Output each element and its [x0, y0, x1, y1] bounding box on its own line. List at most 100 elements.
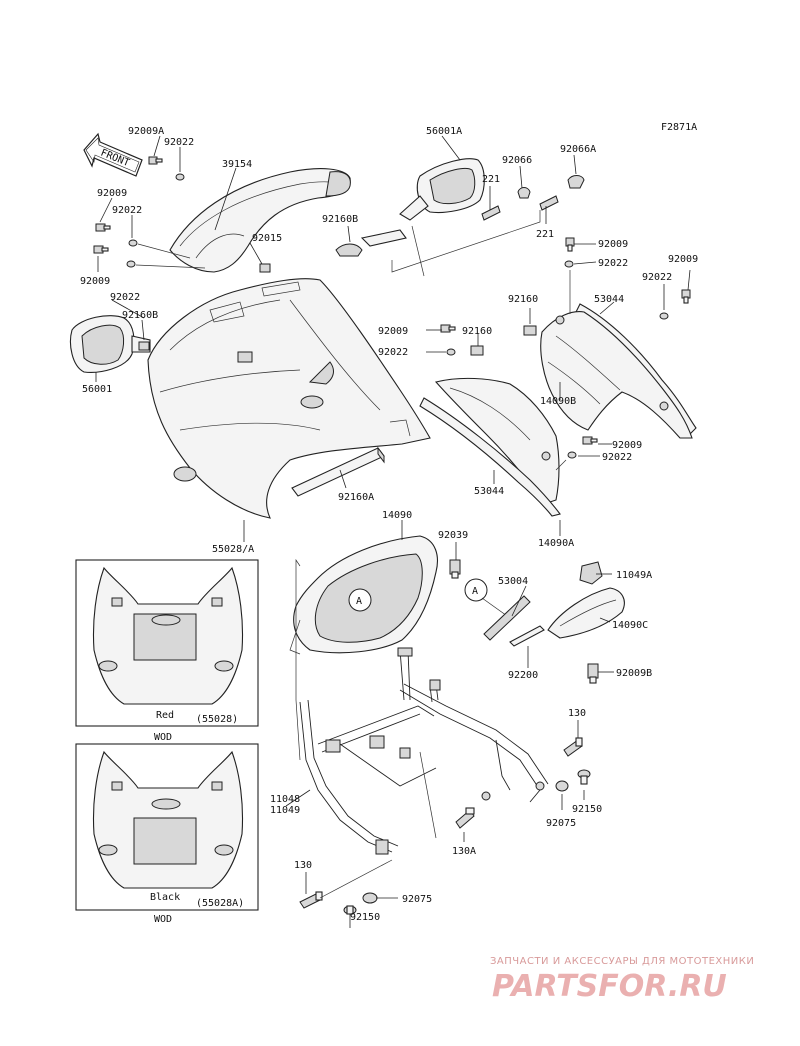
label-92200: 92200 — [508, 670, 538, 681]
label-11049: 11049 — [270, 805, 300, 816]
label-92009A: 92009A — [128, 126, 164, 137]
nut-92075a — [555, 780, 569, 792]
label-14090B: 14090B — [540, 396, 576, 407]
label-92022-d: 92022 — [598, 258, 628, 269]
label-92066: 92066 — [502, 155, 532, 166]
inset-black-note: WOD — [154, 914, 172, 925]
inset-red-note: WOD — [154, 732, 172, 743]
part-labels: 92009A 92022 39154 92009 92022 92015 920… — [80, 126, 698, 923]
screw-92009B — [587, 663, 599, 684]
label-11049A: 11049A — [616, 570, 652, 581]
label-92066A: 92066A — [560, 144, 596, 155]
washer-92022c — [126, 260, 136, 268]
nut-92075b — [362, 892, 378, 904]
front-arrow-icon: FRONT — [83, 132, 143, 177]
washer-92022d — [564, 260, 574, 268]
inner-panel-14090B — [540, 311, 693, 439]
screw-92009b — [93, 245, 109, 254]
label-92022-f: 92022 — [378, 347, 408, 358]
grommet-92160b — [470, 345, 484, 356]
callout-a-right: A — [472, 586, 478, 597]
inner-panel-14090A — [434, 377, 560, 505]
screw-92009d — [681, 289, 691, 304]
label-39154: 39154 — [222, 159, 252, 170]
washer-92066 — [517, 187, 531, 199]
screw-92009a — [95, 223, 111, 232]
label-92075-a: 92075 — [546, 818, 576, 829]
cover-14090C — [547, 587, 625, 639]
screw-92009A — [148, 156, 163, 165]
label-92022-b: 92022 — [112, 205, 142, 216]
bolt-92150a — [577, 769, 591, 785]
pad-92200 — [509, 625, 545, 647]
clip-92039 — [449, 559, 461, 579]
label-92160B-left: 92160B — [122, 310, 158, 321]
watermark-tagline: ЗАПЧАСТИ И АКСЕССУАРЫ ДЛЯ МОТОТЕХНИКИ — [490, 956, 754, 967]
label-130-b: 130 — [294, 860, 312, 871]
inset-red: Red (55028) WOD — [75, 559, 259, 743]
label-92150-b: 92150 — [350, 912, 380, 923]
label-92009-a: 92009 — [97, 188, 127, 199]
label-92022-g: 92022 — [602, 452, 632, 463]
screw-92009e — [440, 324, 456, 333]
bolt-221a — [481, 205, 501, 221]
foam-strip-92160A — [291, 446, 385, 497]
label-14090: 14090 — [382, 510, 412, 521]
inset-black: Black (55028A) WOD — [75, 743, 259, 925]
washer-92022g — [567, 451, 577, 459]
upper-cowl-55028 — [147, 278, 431, 519]
label-92009-f: 92009 — [612, 440, 642, 451]
inset-black-part: (55028A) — [196, 898, 244, 909]
leader-lines — [95, 135, 691, 928]
grommet-92015 — [259, 263, 271, 273]
label-14090C: 14090C — [612, 620, 648, 631]
label-56001A: 56001A — [426, 126, 462, 137]
watermark-logo: PARTSFOR.RU — [492, 969, 727, 1004]
callout-a-circle-right — [464, 578, 488, 602]
washer-92022e — [659, 312, 669, 320]
grommet-92160a — [523, 325, 537, 336]
trim-53044-lower — [419, 397, 561, 517]
cowl-stay-11048 — [299, 647, 549, 855]
label-221-b: 221 — [536, 229, 554, 240]
callout-a-left: A — [356, 596, 362, 607]
diagram-code: F2871A — [661, 122, 697, 133]
mirror-56001 — [69, 315, 151, 373]
label-92009-e: 92009 — [378, 326, 408, 337]
label-221-a: 221 — [482, 174, 500, 185]
watermark: ЗАПЧАСТИ И АКСЕССУАРЫ ДЛЯ МОТОТЕХНИКИ PA… — [490, 956, 754, 1004]
grommet-92160B-left — [138, 341, 150, 351]
label-92009-b: 92009 — [80, 276, 110, 287]
label-92150-a: 92150 — [572, 804, 602, 815]
bolt-130A — [455, 807, 475, 829]
bracket-11049A — [579, 561, 603, 585]
cap-92066A — [567, 175, 585, 189]
label-92009-d: 92009 — [668, 254, 698, 265]
label-14090A: 14090A — [538, 538, 574, 549]
label-11048: 11048 — [270, 794, 300, 805]
washer-92022a — [175, 173, 185, 181]
emblem-53004 — [483, 595, 531, 641]
label-92160B-top: 92160B — [322, 214, 358, 225]
windshield-39154 — [169, 168, 351, 273]
washer-92022b — [128, 239, 138, 247]
label-92022-c: 92022 — [110, 292, 140, 303]
washer-92022f — [446, 348, 456, 356]
label-92160A: 92160A — [338, 492, 374, 503]
label-92022-e: 92022 — [642, 272, 672, 283]
grommet-92160B-top — [335, 243, 363, 257]
label-92075-b: 92075 — [402, 894, 432, 905]
mirror-56001A — [360, 158, 485, 247]
label-92009B: 92009B — [616, 668, 652, 679]
inset-black-color: Black — [150, 892, 180, 903]
screw-92009f — [582, 436, 598, 445]
label-53044-b: 53044 — [474, 486, 504, 497]
screw-92009c — [565, 237, 575, 252]
inset-red-part: (55028) — [196, 714, 238, 725]
label-130-a: 130 — [568, 708, 586, 719]
bolt-221b — [539, 195, 559, 211]
label-92009-c: 92009 — [598, 239, 628, 250]
bolt-130a — [563, 737, 583, 757]
label-130A: 130A — [452, 846, 476, 857]
